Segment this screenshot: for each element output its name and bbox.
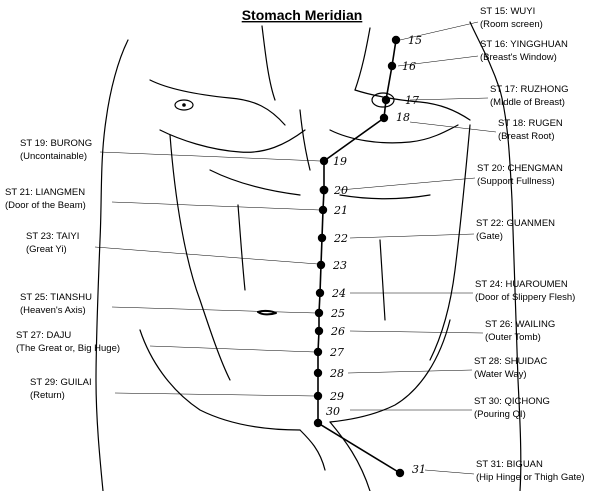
leader-line-st21 xyxy=(111,201,321,211)
point-name-st24: (Door of Slippery Flesh) xyxy=(475,292,575,303)
point-name-st29: (Return) xyxy=(30,390,65,401)
acupoint-st30 xyxy=(313,418,323,428)
leader-line-st16 xyxy=(397,55,479,67)
leader-line-st23 xyxy=(94,246,319,265)
point-name-st21: (Door of the Beam) xyxy=(5,200,86,211)
point-code-st25: ST 25: TIANSHU xyxy=(20,292,92,303)
point-number-st18: 18 xyxy=(396,111,410,124)
acupoint-st17 xyxy=(381,95,391,105)
point-name-st18: (Breast Root) xyxy=(498,131,555,142)
point-number-st31: 31 xyxy=(412,463,426,476)
point-number-st22: 22 xyxy=(333,232,348,245)
diagram-title: Stomach Meridian xyxy=(242,7,363,23)
leader-line-st17 xyxy=(409,97,489,101)
point-code-st24: ST 24: HUAROUMEN xyxy=(475,279,568,290)
leader-line-st19 xyxy=(99,151,321,162)
acupoint-st21 xyxy=(318,205,328,215)
nipple-ring-right xyxy=(371,92,395,108)
point-code-st16: ST 16: YINGGHUAN xyxy=(480,39,568,50)
point-code-st23: ST 23: TAIYI xyxy=(26,231,79,242)
leader-line-st29 xyxy=(114,392,316,397)
point-number-st25: 25 xyxy=(330,307,345,320)
point-code-st19: ST 19: BURONG xyxy=(20,138,92,149)
point-number-st16: 16 xyxy=(402,60,416,73)
point-code-st28: ST 28: SHUIDAC xyxy=(474,356,547,367)
leader-line-st25 xyxy=(111,306,317,314)
point-number-st20: 20 xyxy=(333,184,348,197)
acupoint-st19 xyxy=(319,156,329,166)
acupoint-st31 xyxy=(395,468,405,478)
point-code-st30: ST 30: QICHONG xyxy=(474,396,550,407)
point-number-st26: 26 xyxy=(330,325,345,338)
point-name-st25: (Heaven's Axis) xyxy=(20,305,86,316)
point-name-st15: (Room screen) xyxy=(480,19,543,30)
acupoint-st15 xyxy=(391,35,401,45)
point-code-st21: ST 21: LIANGMEN xyxy=(5,187,85,198)
acupoint-st23 xyxy=(316,260,326,270)
leader-line-st28 xyxy=(347,369,473,374)
acupoint-st20 xyxy=(319,185,329,195)
leader-line-st26 xyxy=(349,330,484,334)
acupoints: 15 16 17 18 19 20 21 22 23 24 25 26 27 28 29 30 31 xyxy=(313,34,426,478)
leader-line-st20 xyxy=(339,177,476,191)
point-name-st16: (Breast's Window) xyxy=(480,52,557,63)
point-name-st27: (The Great or, Big Huge) xyxy=(16,343,120,354)
point-number-st28: 28 xyxy=(329,367,344,380)
point-code-st27: ST 27: DAJU xyxy=(16,330,71,341)
point-code-st18: ST 18: RUGEN xyxy=(498,118,563,129)
leader-line-st27 xyxy=(149,345,316,353)
acupoint-st28 xyxy=(313,368,323,378)
point-name-st26: (Outer Tomb) xyxy=(485,332,541,343)
acupoint-st24 xyxy=(315,288,325,298)
leader-line-st22 xyxy=(349,233,475,239)
point-code-st15: ST 15: WUYI xyxy=(480,6,535,17)
point-number-st21: 21 xyxy=(333,204,348,217)
point-number-st19: 19 xyxy=(333,155,347,168)
point-code-st17: ST 17: RUZHONG xyxy=(490,84,568,95)
acupoint-st25 xyxy=(314,308,324,318)
point-name-st17: (Middle of Breast) xyxy=(490,97,565,108)
point-code-st20: ST 20: CHENGMAN xyxy=(477,163,563,174)
point-name-st19: (Uncontainable) xyxy=(20,151,87,162)
point-name-st20: (Support Fullness) xyxy=(477,176,555,187)
point-labels: ST 15: WUYI (Room screen) ST 16: YINGGHUAN… xyxy=(5,6,585,483)
point-number-st17: 17 xyxy=(405,94,419,107)
point-name-st30: (Pouring QI) xyxy=(474,409,526,420)
point-number-st29: 29 xyxy=(329,390,344,403)
acupoint-st29 xyxy=(313,391,323,401)
point-number-st24: 24 xyxy=(331,287,346,300)
acupoint-st22 xyxy=(317,233,327,243)
point-number-st27: 27 xyxy=(329,346,344,359)
acupoint-st26 xyxy=(314,326,324,336)
point-number-st23: 23 xyxy=(332,259,347,272)
point-name-st22: (Gate) xyxy=(476,231,503,242)
point-code-st22: ST 22: GUANMEN xyxy=(476,218,555,229)
point-number-st30: 30 xyxy=(326,405,340,418)
point-name-st31: (Hip Hinge or Thigh Gate) xyxy=(476,472,585,483)
point-name-st23: (Great Yi) xyxy=(26,244,67,255)
leader-line-st31 xyxy=(424,469,475,475)
torso-outline xyxy=(95,21,522,491)
point-code-st29: ST 29: GUILAI xyxy=(30,377,92,388)
acupoint-st18 xyxy=(379,113,389,123)
point-name-st28: (Water Way) xyxy=(474,369,527,380)
point-code-st31: ST 31: BIGUAN xyxy=(476,459,543,470)
point-code-st26: ST 26: WAILING xyxy=(485,319,555,330)
leader-line-st18 xyxy=(409,121,497,133)
acupoint-st16 xyxy=(387,61,397,71)
leader-line-st15 xyxy=(399,21,479,41)
leader-lines xyxy=(94,21,497,475)
acupoint-st27 xyxy=(313,347,323,357)
point-number-st15: 15 xyxy=(408,34,422,47)
